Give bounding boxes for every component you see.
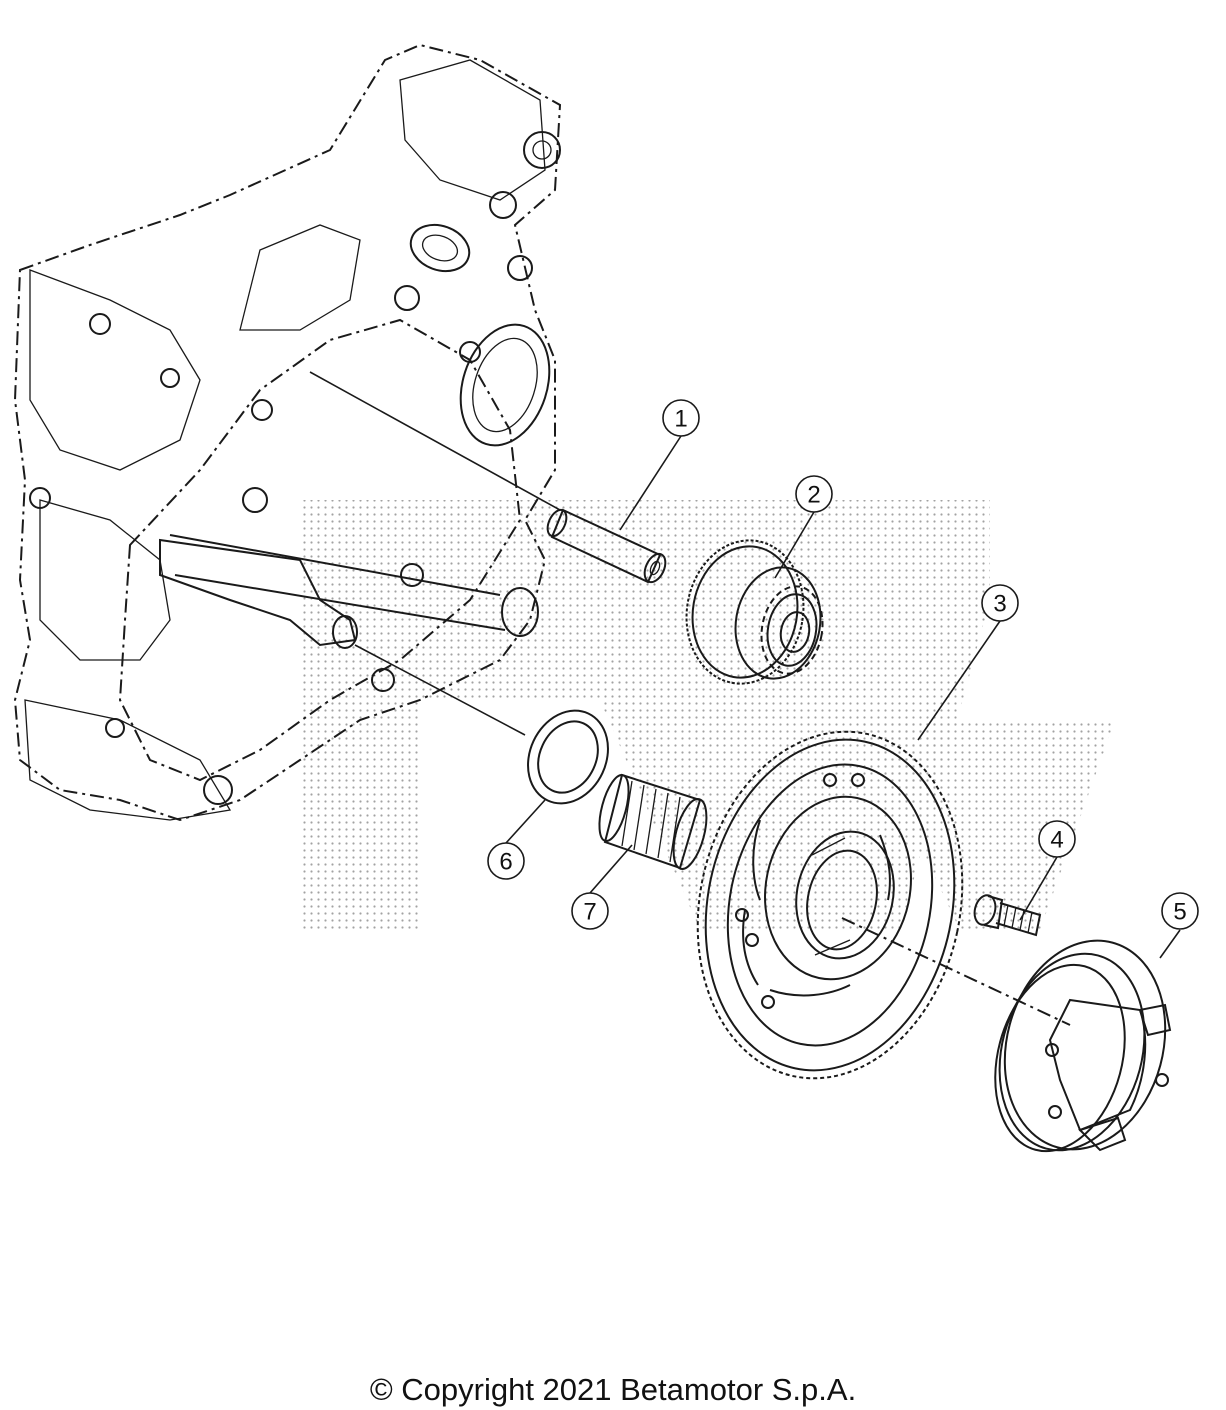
callout-4-label: 4 — [1050, 827, 1063, 854]
callout-6: 6 — [487, 842, 525, 880]
callout-1: 1 — [662, 399, 700, 437]
crankcase-icon — [13, 43, 562, 822]
callout-leaders — [505, 435, 1181, 959]
freewheel-housing-icon — [994, 939, 1172, 1153]
callout-1-label: 1 — [674, 406, 687, 433]
callout-5-label: 5 — [1173, 899, 1186, 926]
idler-gear-icon — [685, 539, 824, 685]
screw-icon — [973, 894, 1042, 937]
callout-5: 5 — [1161, 892, 1199, 930]
callout-3-label: 3 — [993, 591, 1006, 618]
callout-2-label: 2 — [807, 482, 820, 509]
assembly-axis-lines — [309, 371, 1071, 1026]
callout-3: 3 — [981, 584, 1019, 622]
callout-6-label: 6 — [499, 849, 512, 876]
copyright-notice: © Copyright 2021 Betamotor S.p.A. — [369, 1372, 857, 1407]
callout-7-label: 7 — [583, 899, 596, 926]
callout-2: 2 — [795, 475, 833, 513]
starter-gear-icon — [696, 730, 964, 1080]
callout-4: 4 — [1038, 820, 1076, 858]
callout-7: 7 — [571, 892, 609, 930]
needle-bearing-icon — [598, 773, 708, 870]
watermark-pattern — [300, 500, 1115, 930]
washer-icon — [527, 709, 609, 805]
shaft-pin-icon — [546, 508, 667, 584]
